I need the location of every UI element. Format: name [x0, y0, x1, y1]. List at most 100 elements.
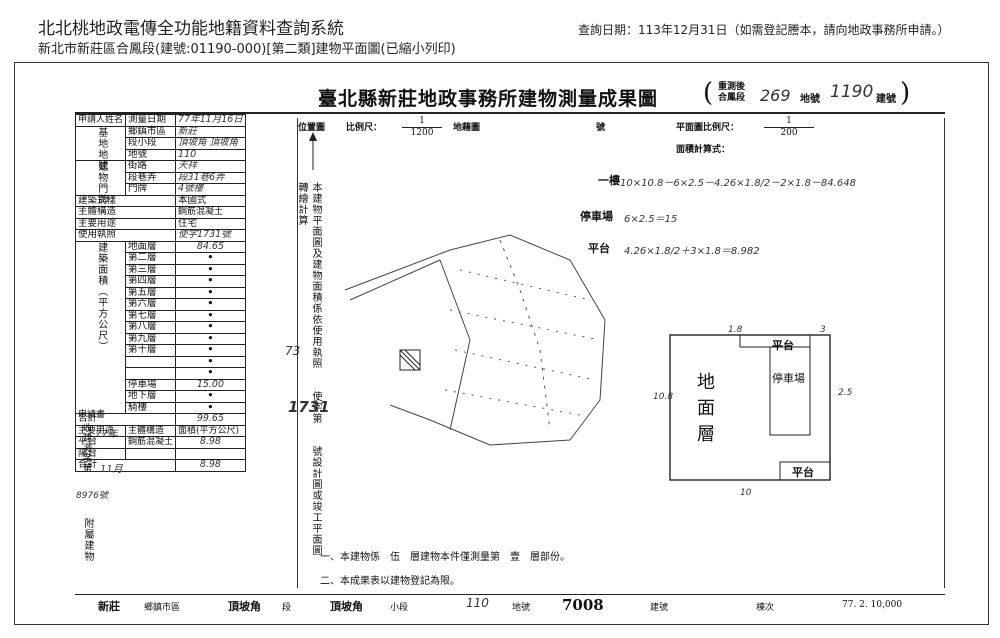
- footer-building-label: 建號: [650, 603, 669, 613]
- floor-area: •: [175, 298, 246, 311]
- floor-name: 第五層: [125, 286, 177, 299]
- footer-batch-label: 棟次: [756, 603, 775, 613]
- floor-name: 第二層: [125, 252, 177, 265]
- applicant-no-label: 申請書: [78, 410, 106, 420]
- floor-area: •: [175, 252, 246, 265]
- footer-subsection-label: 小段: [390, 603, 409, 613]
- base-map-label: 地藉圖: [453, 123, 481, 133]
- style-value: 本國式: [175, 194, 246, 207]
- use-label: 主要用途: [74, 217, 177, 230]
- position-label: 位置圖: [298, 123, 326, 133]
- structure-value: 鋼筋混凝土: [175, 206, 246, 219]
- footer-land-label: 地號: [512, 603, 531, 613]
- section-label: 段小段: [125, 137, 177, 150]
- floor-name: 第四層: [125, 275, 177, 288]
- attached-area-label: 面積(平方公尺): [175, 424, 246, 437]
- remeasure-label: 重測後合鳳段: [718, 82, 746, 103]
- section-number: 269: [760, 86, 791, 105]
- vertical-note: 本建物平面圖及建物面積係依使用執照 使字第 號設計圖或竣工平面圖轉繪計算: [296, 182, 321, 556]
- footer-section-label: 段: [282, 603, 292, 613]
- case-year: 77年: [95, 429, 118, 440]
- footer-subsection: 頂坡角: [330, 600, 363, 613]
- calc-floor1-label: 一樓: [598, 174, 620, 187]
- floor-area: •: [175, 332, 246, 345]
- paren-open: (: [703, 78, 714, 108]
- floor-area: •: [175, 355, 246, 368]
- cadastral-map: [344, 234, 606, 446]
- landno-label: 地號: [125, 148, 177, 161]
- footer-building-no: 7008: [562, 596, 604, 614]
- footer-date: 77. 2. 10,000: [842, 600, 903, 610]
- township-value: 新莊: [175, 125, 246, 138]
- floor-area: •: [175, 286, 246, 299]
- registration-form: 申請人姓名 測量日期 77年11月16日 基地地號 鄉鎮市區 新莊 段小段 頂坡…: [74, 114, 246, 472]
- attached-area: 8.98: [175, 436, 246, 449]
- plan-dim-right: 2.5: [838, 388, 853, 398]
- plan-platform-bottom: 平台: [792, 466, 814, 479]
- survey-date-value: 77年11月16日: [175, 114, 246, 127]
- floor-name: 停車場: [125, 378, 177, 391]
- floor-name: [125, 355, 177, 368]
- map-panel: [297, 118, 945, 588]
- lane-label: 段巷弄: [125, 171, 177, 184]
- license-value: 使字1731號: [175, 229, 246, 242]
- paren-close: ): [900, 78, 911, 108]
- footer-land-no: 110: [466, 596, 489, 610]
- floor-area: •: [175, 344, 246, 357]
- floor-name: 第六層: [125, 298, 177, 311]
- case-no: 8976號: [76, 491, 108, 501]
- floor-area: •: [175, 367, 246, 380]
- total-value: 99.65: [175, 413, 246, 426]
- calc-platform: 4.26×1.8/2＋3×1.8＝8.982: [624, 246, 760, 257]
- calc-parking: 6×2.5＝15: [624, 214, 678, 225]
- floor-area: •: [175, 263, 246, 276]
- north-arrow-icon: [309, 132, 317, 170]
- attached-total: 8.98: [175, 459, 246, 472]
- street-value: 天祥: [175, 160, 246, 173]
- footer-district: 新莊: [98, 600, 120, 613]
- floor-area: 84.65: [175, 240, 246, 253]
- attached-struct: [125, 447, 177, 460]
- land-label: 地號: [800, 94, 820, 105]
- attached-total-label: 合計: [74, 459, 177, 472]
- building-label: 建號: [876, 94, 896, 105]
- plan-dim-left: 10.8: [653, 392, 674, 402]
- doorno-value: 4號樓: [175, 183, 246, 196]
- attached-area: [175, 447, 246, 460]
- floor-name: 第八層: [125, 321, 177, 334]
- floor-area: •: [175, 321, 246, 334]
- building-plan: [669, 334, 831, 481]
- attached-struct-label: 主體構造: [125, 424, 177, 437]
- floor-area: •: [175, 390, 246, 403]
- calc-floor1: 10×10.8－6×2.5－4.26×1.8/2－2×1.8－84.648: [620, 178, 856, 189]
- floor-name: 騎樓: [125, 401, 177, 414]
- site-label: 基地地號: [74, 125, 127, 171]
- floor-area: •: [175, 309, 246, 322]
- scale-label: 比例尺：: [346, 123, 383, 133]
- structure-label: 主體構造: [74, 206, 177, 219]
- calc-parking-label: 停車場: [580, 210, 613, 223]
- floor-area: •: [175, 275, 246, 288]
- township-label: 鄉鎮市區: [125, 125, 177, 138]
- area-section-label: 建築面積（平方公尺）: [74, 240, 127, 414]
- area-calc-label: 面積計算式：: [676, 145, 731, 155]
- floor-name: [125, 367, 177, 380]
- floor-name: 第十層: [125, 344, 177, 357]
- plan-main-label: 地面層: [697, 372, 715, 445]
- street-label: 街路: [125, 160, 177, 173]
- floor-name: 地面層: [125, 240, 177, 253]
- section-value: 頂坡角 頂坡角: [175, 137, 246, 150]
- floor-area: 15.00: [175, 378, 246, 391]
- footer-rule: [75, 594, 945, 595]
- plan-dim-bottom: 10: [740, 488, 752, 498]
- lane-value: 段31巷6弄: [175, 171, 246, 184]
- license-label: 使用執照: [74, 229, 177, 242]
- door-label: 建物門牌: [74, 160, 127, 205]
- document-subtitle: 新北市新莊區合鳳段(建號:01190-000)[第二類]建物平面圖(已縮小列印): [38, 42, 456, 57]
- footer-district-label: 鄉鎮市區: [144, 603, 181, 613]
- query-date: 查詢日期：113年12月31日（如需登記謄本，請向地政事務所申請。）: [578, 23, 950, 37]
- floor-name: 第七層: [125, 309, 177, 322]
- license-hand: 73: [285, 344, 301, 358]
